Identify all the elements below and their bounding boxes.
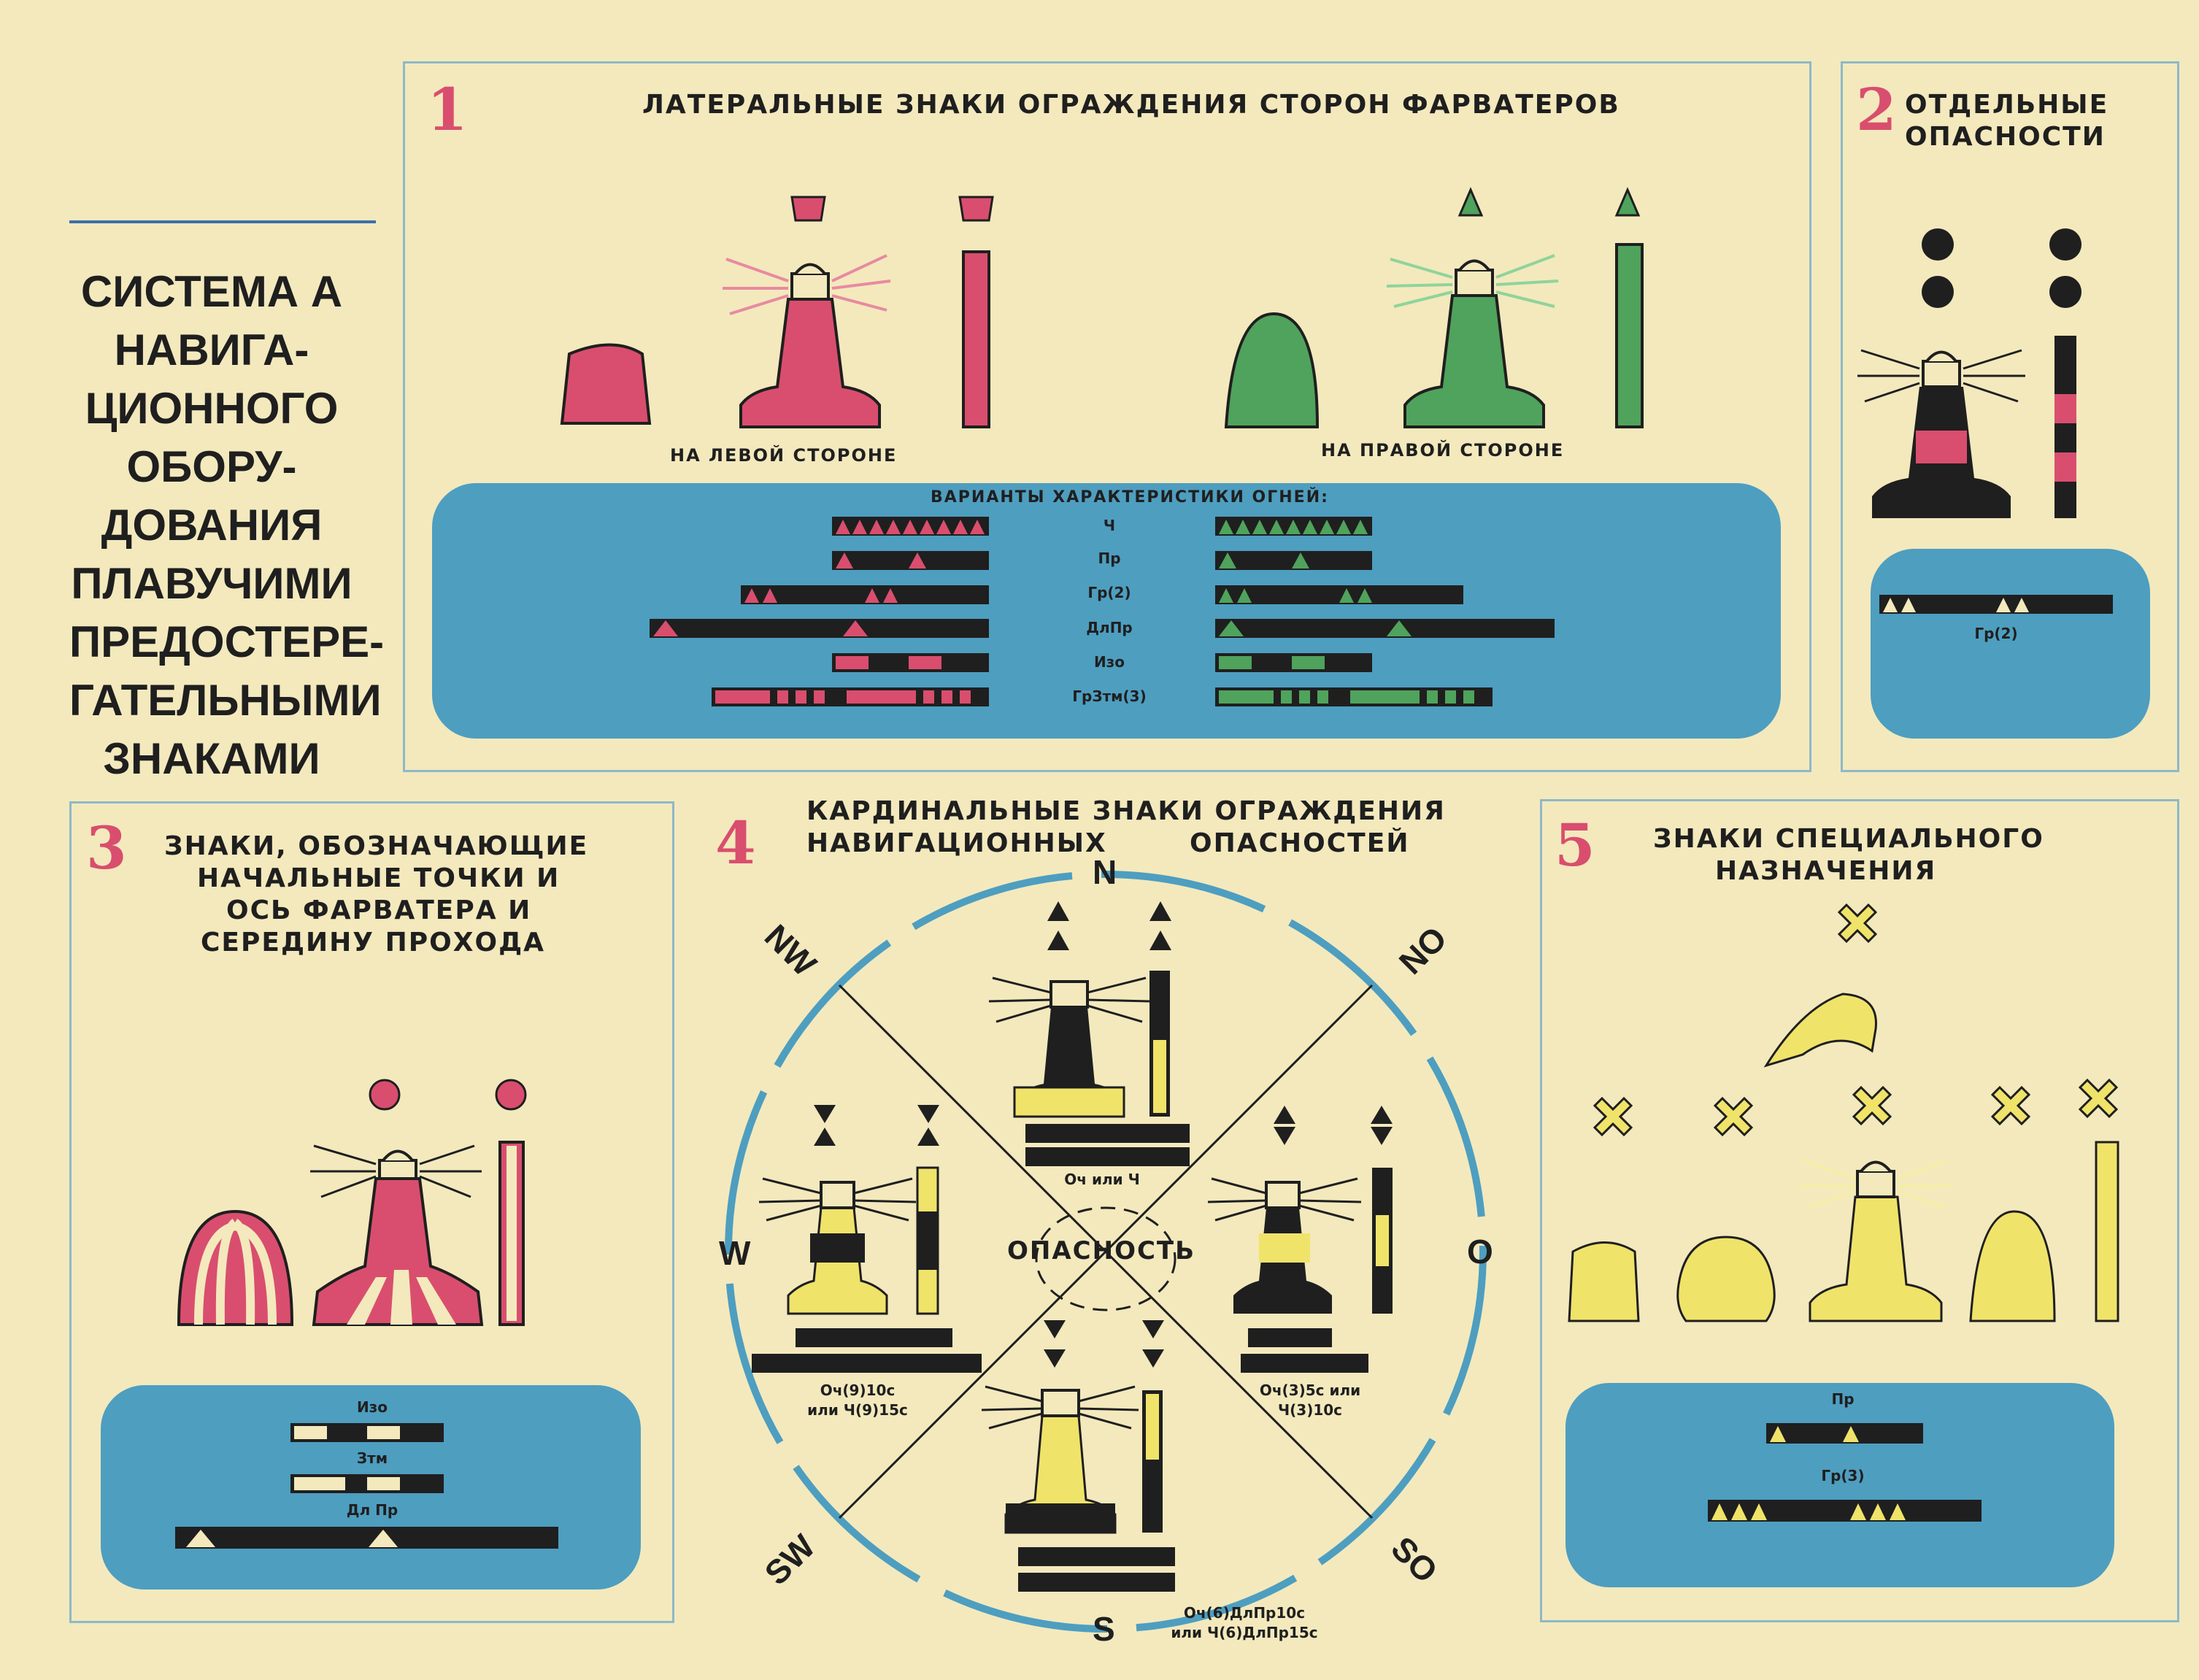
- main-title-line: ЗНАКАМИ: [103, 734, 320, 783]
- south-light-code-line: или Ч(6)ДлПр15с: [1171, 1624, 1318, 1641]
- direction-e: O: [1467, 1233, 1493, 1271]
- panel-special-marks: [1540, 799, 2179, 1622]
- main-title-line: ПРЕДОСТЕРЕ-: [69, 617, 385, 666]
- main-title-line: ДОВАНИЯ: [101, 501, 323, 550]
- panel-number: 1: [427, 75, 468, 144]
- main-title: СИСТЕМА А НАВИГА- ЦИОННОГО ОБОРУ- ДОВАНИ…: [69, 263, 385, 788]
- variants-title: ВАРИАНТЫ ХАРАКТЕРИСТИКИ ОГНЕЙ:: [931, 488, 1329, 506]
- panel-title-line: ОПАСНОСТИ: [1905, 122, 2106, 152]
- north-light-code: Оч или Ч: [1064, 1171, 1140, 1188]
- panel-safe-water: [69, 801, 674, 1623]
- light-code: Гр(2): [1974, 625, 2018, 642]
- panel-lateral-marks: [403, 61, 1811, 772]
- special-light-box: [1566, 1383, 2114, 1587]
- panel-number: 4: [715, 809, 756, 877]
- panel-title-line: СЕРЕДИНУ ПРОХОДА: [201, 928, 545, 957]
- light-code: Изо: [1093, 653, 1125, 671]
- title-rule: [69, 220, 376, 223]
- panel-title-line: НАЧАЛЬНЫЕ ТОЧКИ И: [197, 863, 561, 893]
- light-code: Гр(2): [1087, 584, 1131, 601]
- light-code: Пр: [1098, 550, 1121, 567]
- right-side-label: НА ПРАВОЙ СТОРОНЕ: [1321, 440, 1565, 461]
- light-code: Изо: [356, 1398, 388, 1416]
- main-title-line: СИСТЕМА А: [80, 267, 343, 316]
- panel-number: 5: [1555, 811, 1595, 879]
- light-code: Пр: [1831, 1390, 1855, 1408]
- main-title-line: НАВИГА-: [114, 325, 309, 374]
- west-light-code-line: или Ч(9)15с: [807, 1401, 908, 1419]
- panel-number: 2: [1856, 75, 1897, 144]
- direction-n: N: [1093, 853, 1117, 891]
- panel-title-line: ОСЬ ФАРВАТЕРА И: [226, 895, 532, 925]
- main-title-line: ПЛАВУЧИМИ: [71, 559, 353, 608]
- light-variants-box: [432, 483, 1781, 739]
- direction-s: S: [1093, 1610, 1115, 1648]
- direction-w: W: [719, 1234, 751, 1272]
- east-light-code-line: Ч(3)10с: [1277, 1401, 1343, 1419]
- light-code: ГрЗтм(3): [1072, 687, 1147, 705]
- panel-title-line: ОТДЕЛЬНЫЕ: [1905, 90, 2109, 120]
- main-title-line: ЦИОННОГО: [85, 384, 339, 433]
- main-title-line: ГАТЕЛЬНЫМИ: [69, 676, 382, 725]
- panel-title-line: ЗНАКИ, ОБОЗНАЧАЮЩИЕ: [164, 831, 589, 861]
- panel-title-line: ОПАСНОСТЕЙ: [1190, 828, 1410, 858]
- light-code: Зтм: [356, 1449, 388, 1467]
- light-code: Гр(3): [1821, 1467, 1865, 1484]
- south-light-code-line: Оч(6)ДлПр10с: [1183, 1604, 1306, 1622]
- light-code: Ч: [1103, 517, 1116, 534]
- panel-title-line: НАЗНАЧЕНИЯ: [1715, 856, 1937, 886]
- light-code: Дл Пр: [346, 1501, 398, 1519]
- west-light-code-line: Оч(9)10с: [820, 1382, 896, 1399]
- east-light-code-line: Оч(3)5с или: [1259, 1382, 1361, 1399]
- panel-number: 3: [86, 814, 127, 882]
- light-code: ДлПр: [1086, 619, 1133, 636]
- isolated-danger-light-box: [1871, 549, 2150, 739]
- panel-isolated-danger: [1841, 61, 2179, 772]
- left-side-label: НА ЛЕВОЙ СТОРОНЕ: [670, 445, 898, 466]
- panel-title-line: ЗНАКИ СПЕЦИАЛЬНОГО: [1653, 824, 2044, 854]
- panel-title: ЛАТЕРАЛЬНЫЕ ЗНАКИ ОГРАЖДЕНИЯ СТОРОН ФАРВ…: [642, 90, 1620, 120]
- panel-title-line: КАРДИНАЛЬНЫЕ ЗНАКИ ОГРАЖДЕНИЯ: [806, 796, 1446, 826]
- danger-label: ОПАСНОСТЬ: [1007, 1236, 1196, 1265]
- main-title-line: ОБОРУ-: [126, 442, 297, 491]
- panel-title-line: НАВИГАЦИОННЫХ: [806, 828, 1107, 858]
